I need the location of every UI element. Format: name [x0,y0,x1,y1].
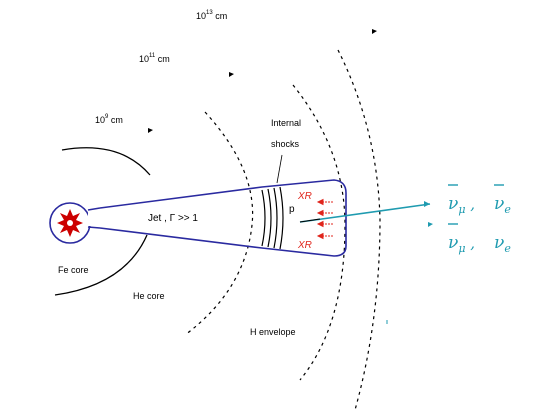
proton-arrow [299,218,321,223]
svg-text:νe: νe [494,194,511,216]
jet-outline [99,179,347,257]
label-internal: Internal [271,118,301,128]
tick-marker-nu [428,222,433,227]
neutrino-beam-arrowhead [424,201,430,207]
h-envelope-boundary [292,84,346,381]
internal-shock-lines [261,186,284,250]
label-fe-core: Fe core [58,265,89,275]
core-star-icon [57,209,83,237]
jet-neck [87,207,101,229]
neutrino-label-row2: νμ , νe [448,223,511,255]
jet-neck-cover [88,211,102,226]
label-shocks: shocks [271,139,300,149]
scale-label-r2: 1011 cm [139,53,170,64]
fe-core-arc-top [61,147,151,176]
scale-label-r1: 109 cm [95,114,123,125]
xr-arrows [316,198,334,240]
svg-text:νμ ,: νμ , [448,194,475,216]
scale-label-r3: 1013 cm [196,10,227,21]
tick-marker-r3 [372,29,377,34]
tick-marker-r1 [148,128,153,133]
shocks-pointer [276,154,283,184]
neutrino-beam [299,203,431,223]
outer-boundary [337,49,381,411]
svg-text:νμ ,: νμ , [448,233,475,255]
label-jet: Jet , Γ >> 1 [148,213,198,224]
label-h-envelope: H envelope [250,327,296,337]
label-xr-bottom: XR [297,240,312,251]
label-xr-top: XR [297,191,312,202]
label-he-core: He core [133,291,165,301]
label-proton: p [289,204,295,215]
neutrino-label-row1: νμ , νe [448,184,511,216]
svg-text:νe: νe [494,233,511,255]
he-core-boundary [184,111,254,336]
fe-core-arc-bottom [54,234,148,296]
tick-marker-r2 [229,72,234,77]
